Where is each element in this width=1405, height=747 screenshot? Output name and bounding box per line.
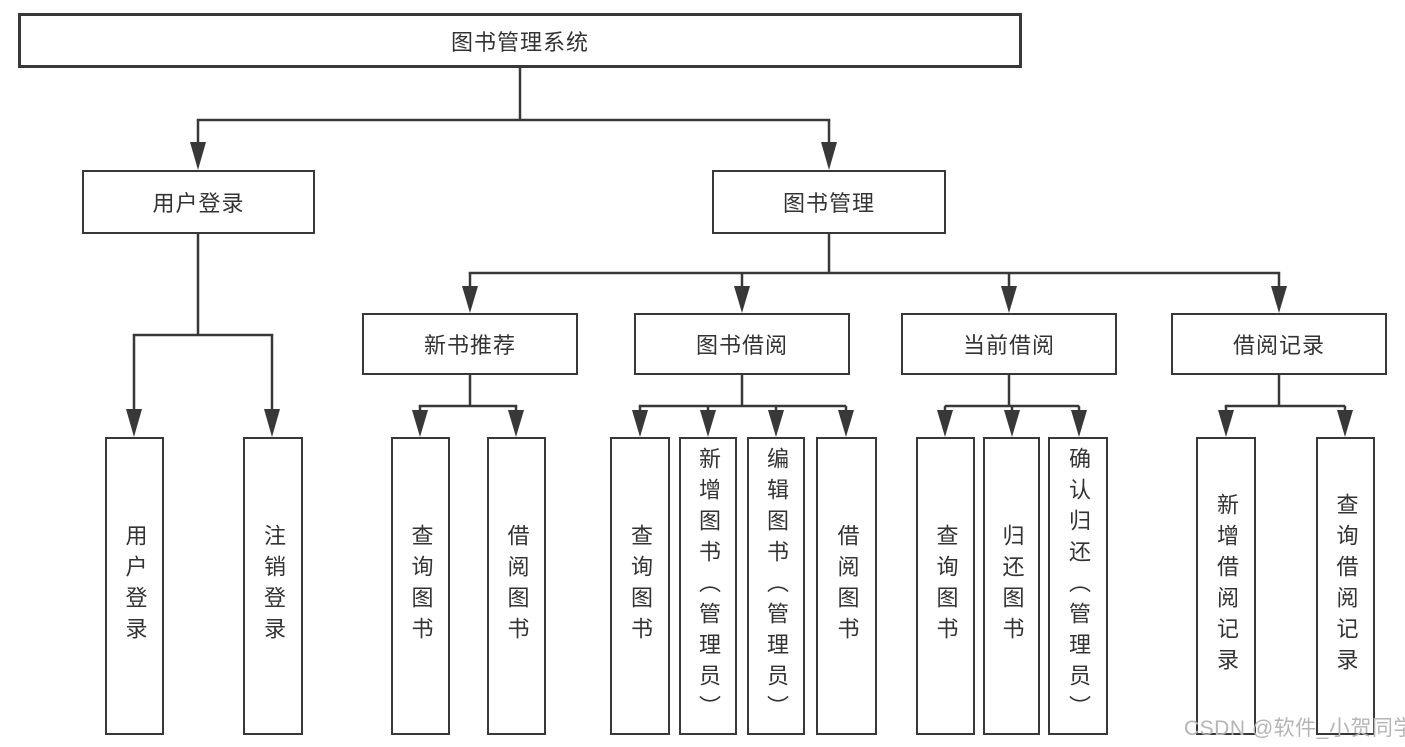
- node-label: 图书管理系统: [450, 29, 589, 55]
- node-label: 编辑图书（管理员）: [764, 446, 789, 726]
- node-user-login-leaf: 用户登录: [105, 437, 164, 735]
- node-label: 借阅记录: [1232, 333, 1325, 358]
- node-label: 确认归还（管理员）: [1066, 446, 1091, 726]
- node-edit-book-admin: 编辑图书（管理员）: [747, 437, 805, 735]
- node-query-borrow-record: 查询借阅记录: [1316, 437, 1375, 735]
- node-new-book-recommend: 新书推荐: [362, 313, 578, 375]
- node-label: 当前借阅: [962, 333, 1055, 358]
- node-label: 图书管理: [782, 191, 875, 216]
- node-label: 新增图书（管理员）: [696, 446, 721, 726]
- node-borrow-books-recommend: 借阅图书: [487, 437, 546, 735]
- node-library-management-system: 图书管理系统: [18, 13, 1022, 68]
- node-logout: 注销登录: [243, 437, 303, 735]
- node-label: 注销登录: [261, 524, 286, 648]
- node-return-book: 归还图书: [983, 437, 1040, 735]
- node-borrow-records: 借阅记录: [1171, 313, 1387, 375]
- node-label: 借阅图书: [504, 524, 530, 648]
- node-label: 查询图书: [408, 524, 434, 648]
- node-label: 新书推荐: [423, 333, 516, 358]
- node-label: 查询图书: [628, 524, 653, 648]
- node-book-borrow: 图书借阅: [634, 313, 850, 375]
- node-confirm-return-admin: 确认归还（管理员）: [1048, 437, 1108, 735]
- node-label: 用户登录: [152, 191, 245, 216]
- watermark: CSDN @软件_小贺同学: [1184, 717, 1405, 740]
- node-label: 归还图书: [999, 524, 1025, 648]
- node-book-management: 图书管理: [712, 170, 946, 234]
- node-user-login: 用户登录: [82, 170, 315, 234]
- node-add-book-admin: 新增图书（管理员）: [679, 437, 737, 735]
- node-label: 图书借阅: [695, 333, 788, 358]
- node-current-borrow: 当前借阅: [901, 313, 1117, 375]
- node-label: 用户登录: [122, 524, 148, 648]
- node-query-books-current: 查询图书: [916, 437, 975, 735]
- node-label: 查询借阅记录: [1333, 493, 1359, 679]
- node-query-books-borrow: 查询图书: [610, 437, 670, 735]
- node-borrow-books-leaf: 借阅图书: [816, 437, 877, 735]
- node-label: 借阅图书: [834, 524, 860, 648]
- node-query-books-recommend: 查询图书: [391, 437, 450, 735]
- node-label: 新增借阅记录: [1214, 493, 1239, 679]
- node-label: 查询图书: [933, 524, 959, 648]
- node-add-borrow-record: 新增借阅记录: [1196, 437, 1256, 735]
